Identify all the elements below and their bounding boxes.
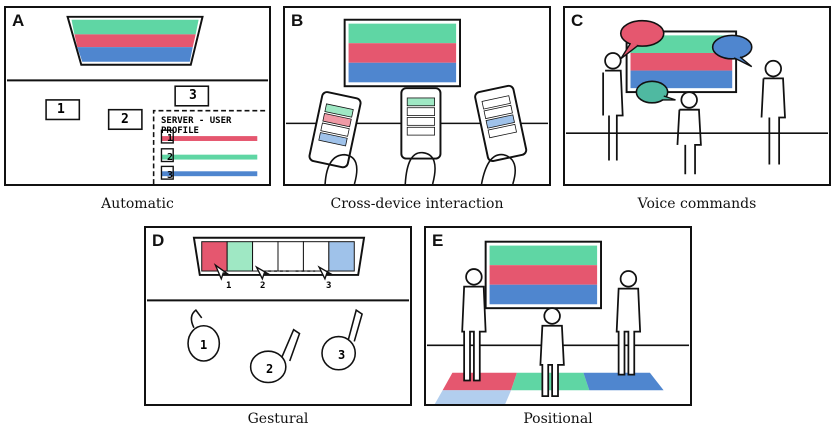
panel-letter: B — [291, 11, 304, 30]
panel-letter: E — [432, 231, 444, 250]
box-3 — [174, 85, 210, 107]
person-top-3 — [321, 308, 363, 371]
panel-voice: C — [563, 6, 831, 186]
phone-3 — [474, 84, 528, 162]
row-label-1: 1 — [167, 133, 174, 144]
floor-zone-red — [442, 372, 517, 391]
person-middle — [539, 307, 565, 398]
panel-automatic: A 1 2 3 SERVER - USER PROFILE 1 2 3 — [4, 6, 271, 186]
box-label-3: 3 — [189, 88, 197, 103]
speech-bubble-blue — [711, 34, 753, 68]
server-dashed-border — [152, 109, 269, 184]
panel-letter: A — [12, 11, 25, 30]
pointer-arrows — [213, 263, 334, 281]
panel-gestural: D 1 2 3 1 2 3 — [144, 226, 412, 406]
hand-1 — [324, 153, 358, 184]
row-box-2 — [160, 148, 174, 163]
caption-cross-device: Cross-device interaction — [330, 196, 504, 212]
floor-zone-green — [511, 372, 590, 391]
voice-illustration — [565, 19, 829, 175]
person-top-2 — [249, 328, 301, 384]
speech-bubble-red — [619, 19, 665, 60]
hand-2 — [404, 151, 436, 184]
positional-illustration — [426, 240, 690, 404]
pointer-label-3: 3 — [326, 281, 332, 291]
box-1 — [45, 99, 81, 121]
box-label-1: 1 — [57, 102, 65, 117]
floor-zone-blue — [583, 372, 664, 391]
row-box-1 — [160, 129, 174, 144]
person-left — [602, 52, 624, 161]
row-label-3: 3 — [167, 170, 174, 181]
hand-3 — [480, 153, 516, 184]
caption-voice: Voice commands — [637, 196, 757, 212]
wall-display — [343, 18, 461, 88]
panel-cross-device: B — [283, 6, 551, 186]
caption-positional: Positional — [523, 411, 593, 427]
wall-display — [484, 240, 602, 310]
tile-display — [192, 236, 366, 276]
phone-2 — [400, 87, 442, 160]
person-left — [461, 268, 487, 382]
panel-letter: C — [571, 11, 584, 30]
person-top-1 — [187, 309, 221, 362]
person-label-2: 2 — [266, 362, 274, 376]
person-right — [615, 270, 642, 376]
trapezoid-display — [66, 15, 204, 66]
person-right — [760, 59, 786, 165]
caption-gestural: Gestural — [247, 411, 309, 427]
panel-positional: E — [424, 226, 692, 406]
row-label-2: 2 — [167, 152, 174, 163]
gestural-illustration — [146, 236, 410, 384]
cross-device-illustration — [285, 18, 549, 184]
phone-1 — [308, 91, 362, 169]
speech-bubble-teal — [635, 80, 676, 104]
automatic-illustration — [6, 15, 269, 184]
person-label-3: 3 — [338, 348, 346, 362]
caption-automatic: Automatic — [101, 196, 174, 212]
server-label: SERVER - USER PROFILE — [161, 116, 232, 136]
box-label-2: 2 — [121, 112, 129, 127]
profile-bar-green — [161, 154, 258, 160]
person-label-1: 1 — [200, 338, 208, 352]
pointer-label-2: 2 — [260, 281, 266, 291]
box-2 — [107, 108, 143, 131]
profile-bar-blue — [161, 171, 258, 177]
profile-bar-red — [161, 136, 258, 141]
row-box-3 — [160, 165, 174, 180]
panel-letter: D — [152, 231, 165, 250]
person-middle — [676, 91, 702, 175]
floor-zone-light-1 — [434, 390, 512, 404]
pointer-label-1: 1 — [226, 281, 232, 291]
